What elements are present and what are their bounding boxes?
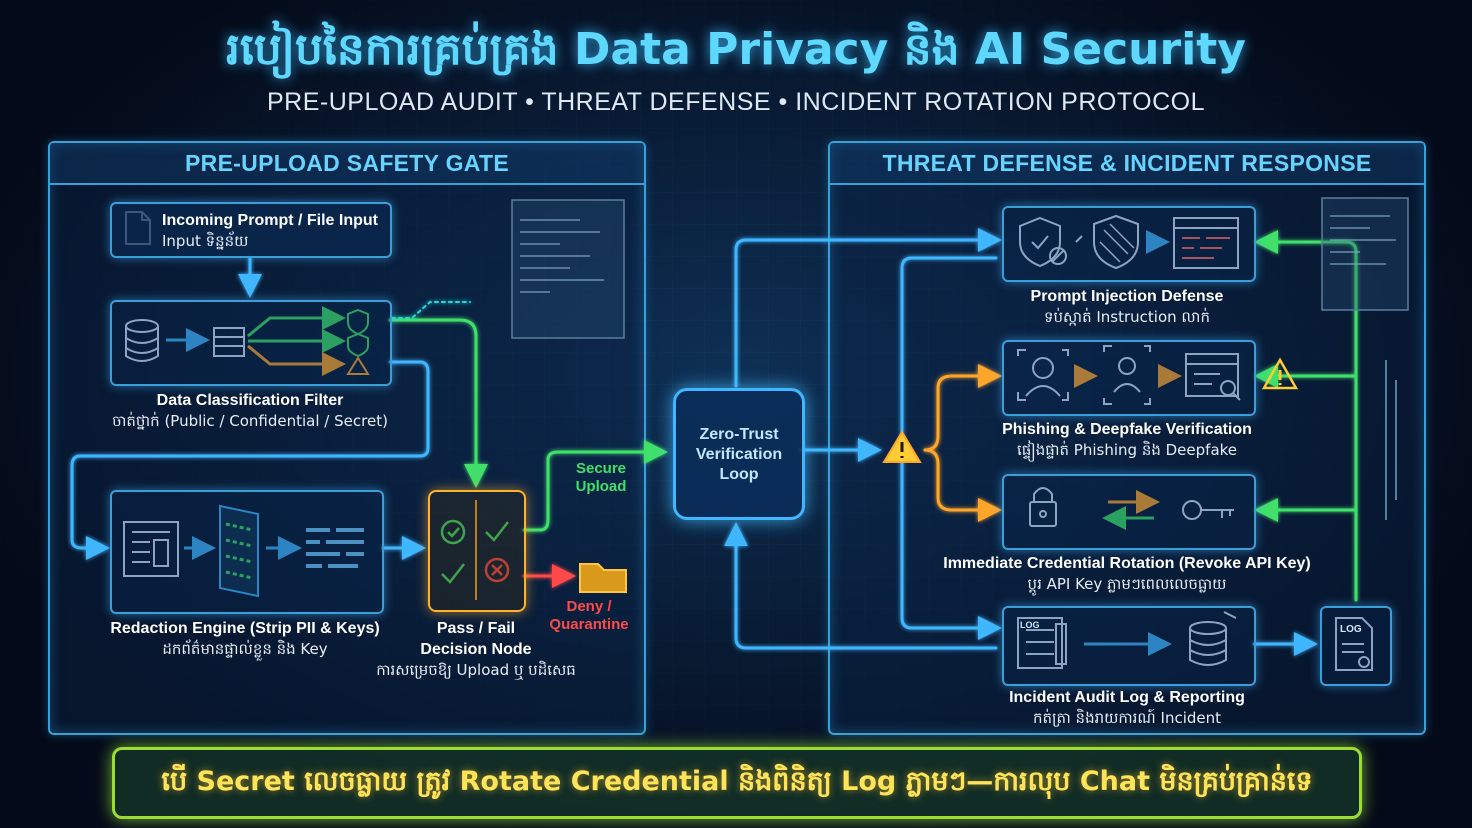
phishing-deepfake-label: Phishing & Deepfake Verification ផ្ទៀងផ្… — [967, 419, 1287, 461]
decision-node-label: Pass / Fail Decision Node ការសម្រេចឱ្យ U… — [360, 618, 592, 681]
document-list-icon — [123, 521, 179, 577]
pre-upload-panel-title: PRE-UPLOAD SAFETY GATE — [50, 143, 644, 185]
classification-filter-node — [110, 300, 392, 386]
code-screen-left — [511, 199, 625, 339]
profile-scan-icon — [1103, 345, 1151, 405]
database-log-icon — [1189, 611, 1237, 666]
code-window-icon — [1173, 217, 1239, 269]
incident-audit-label: Incident Audit Log & Reporting កត់ត្រា ន… — [977, 687, 1277, 729]
decision-title-1: Pass / Fail — [436, 620, 516, 637]
decision-node — [428, 490, 526, 612]
zero-trust-label: Zero-Trust Verification Loop — [695, 426, 783, 483]
browser-search-icon — [1185, 353, 1241, 401]
deny-quarantine-label: Deny / Quarantine — [549, 598, 629, 633]
shield-block-icon — [1019, 216, 1067, 268]
credential-rotation-label: Immediate Credential Rotation (Revoke AP… — [932, 553, 1322, 595]
page-subtitle: PRE-UPLOAD AUDIT • THREAT DEFENSE • INCI… — [267, 88, 1205, 116]
phishing-deepfake-subtitle: ផ្ទៀងផ្ទាត់ Phishing និង Deepfake — [1016, 441, 1238, 459]
prompt-injection-label: Prompt Injection Defense ទប់ស្កាត់ Instr… — [977, 286, 1277, 328]
decision-title-2: Decision Node — [420, 641, 532, 658]
log-list-icon — [1017, 617, 1067, 669]
decision-icons — [440, 500, 510, 600]
incident-audit-node — [1002, 606, 1256, 686]
log-document-label: LOG — [1340, 624, 1362, 635]
incident-audit-title: Incident Audit Log & Reporting — [1009, 689, 1245, 706]
warning-icon-right — [1261, 357, 1299, 390]
warning-banner: បើ Secret លេចធ្លាយ ត្រូវ Rotate Credenti… — [112, 747, 1362, 819]
log-list-label: LOG — [1020, 620, 1040, 630]
input-node: Incoming Prompt / File Input Input ទិន្ន… — [110, 202, 392, 258]
input-node-subtitle: Input ទិន្នន័យ — [162, 232, 249, 250]
warning-small-icon — [346, 356, 370, 375]
filter-flow — [166, 306, 346, 376]
classification-filter-subtitle: ចាត់ថ្នាក់ (Public / Confidential / Secr… — [112, 412, 388, 430]
log-output-node — [1320, 606, 1392, 686]
warning-icon — [882, 430, 922, 463]
redaction-engine-label: Redaction Engine (Strip PII & Keys) ដកព័… — [80, 618, 410, 660]
input-node-title: Incoming Prompt / File Input — [162, 212, 378, 229]
lock-icon — [1029, 487, 1057, 527]
secure-upload-label: Secure Upload — [575, 460, 627, 495]
redaction-engine-node — [110, 490, 384, 614]
code-strip-right — [1385, 360, 1397, 520]
log-document-icon — [1335, 617, 1373, 671]
shield-check-icon — [347, 308, 369, 358]
prompt-injection-title: Prompt Injection Defense — [1030, 288, 1224, 305]
phishing-deepfake-title: Phishing & Deepfake Verification — [1002, 421, 1252, 438]
decision-subtitle: ការសម្រេចឱ្យ Upload ឬ បដិសេធ — [376, 661, 576, 679]
zero-trust-loop-node: Zero-Trust Verification Loop — [673, 388, 805, 520]
prompt-injection-node — [1002, 206, 1256, 282]
shield-icon — [1093, 214, 1139, 270]
credential-rotation-subtitle: ប្ដូរ API Key ភ្លាមៗពេលលេចធ្លាយ — [1027, 575, 1227, 593]
classification-filter-title: Data Classification Filter — [156, 392, 344, 409]
chevron-right-icon — [1075, 235, 1083, 243]
credential-rotation-title: Immediate Credential Rotation (Revoke AP… — [943, 555, 1311, 572]
scanner-panel-icon — [219, 504, 259, 598]
prompt-injection-subtitle: ទប់ស្កាត់ Instruction លាក់ — [1044, 308, 1210, 326]
incident-audit-subtitle: កត់ត្រា និងរាយការណ៍ Incident — [1032, 709, 1221, 727]
page-title: របៀបនៃការគ្រប់គ្រង Data Privacy និង AI S… — [226, 24, 1246, 75]
key-icon — [1182, 500, 1234, 520]
redacted-text-icon — [306, 528, 364, 568]
face-scan-icon — [1017, 349, 1069, 401]
folder-icon — [579, 563, 627, 593]
swap-arrows-icon — [1102, 490, 1160, 530]
database-icon — [125, 319, 159, 362]
threat-defense-panel-title: THREAT DEFENSE & INCIDENT RESPONSE — [830, 143, 1424, 185]
credential-rotation-node — [1002, 474, 1256, 550]
redaction-engine-title: Redaction Engine (Strip PII & Keys) — [110, 620, 380, 637]
redaction-engine-subtitle: ដកព័ត៌មានផ្ទាល់ខ្លួន និង Key — [162, 640, 328, 658]
code-screen-right — [1321, 197, 1409, 311]
classification-filter-label: Data Classification Filter ចាត់ថ្នាក់ (P… — [90, 390, 410, 432]
phishing-deepfake-node — [1002, 340, 1256, 416]
